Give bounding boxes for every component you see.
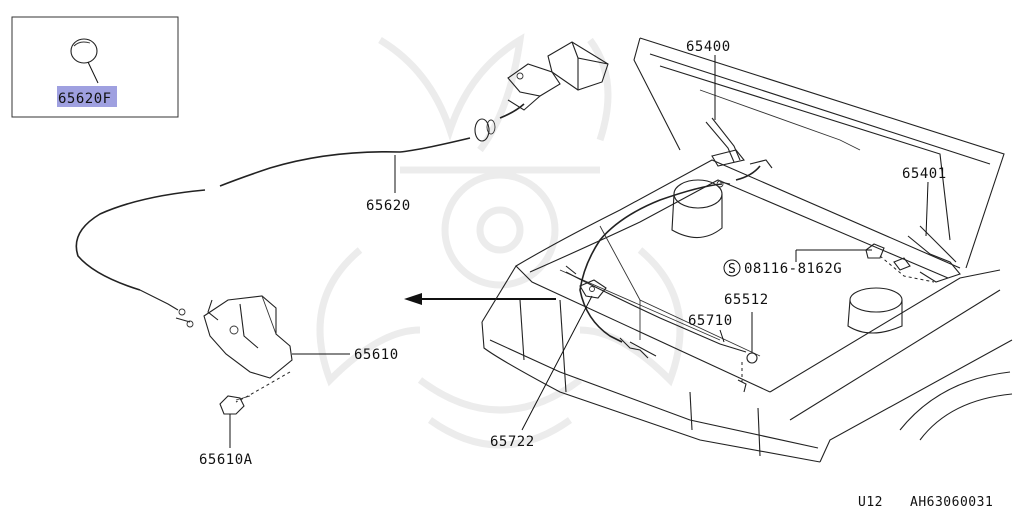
bolt-65610A [219,395,251,448]
clip-65512 [746,312,758,364]
release-handle [507,41,609,111]
grommet-icon [70,38,99,84]
footer-ref: AH63060031 [910,495,993,510]
car-body [481,37,1013,463]
hood-hinge [795,181,961,283]
release-cable [75,103,525,328]
inset-part-label: 65620F [58,91,112,107]
label-65401: 65401 [902,166,947,182]
support-rod [565,265,747,393]
watermark-emblem [316,33,684,449]
label-65620: 65620 [366,198,411,214]
label-65722: 65722 [490,434,535,450]
label-65610A: 65610A [199,452,253,468]
inner-cable [579,165,761,343]
hinge-bolt-icon [865,243,911,271]
hood-stay [705,55,773,169]
special-bolt-label: S 08116-8162G [723,259,842,277]
label-65400: 65400 [686,39,731,55]
label-65610: 65610 [354,347,399,363]
label-65710: 65710 [688,313,733,329]
hood-lock [203,295,350,403]
label-65512: 65512 [724,292,769,308]
s-mark-letter: S [728,262,736,277]
lock-striker [521,279,607,431]
footer-code: U12 [858,495,883,510]
highlight-swatch [57,86,117,107]
inset-box: 65620F [11,16,179,118]
s-mark-icon [723,259,741,277]
direction-arrow [404,293,556,305]
label-08116-8162G: 08116-8162G [744,261,842,277]
